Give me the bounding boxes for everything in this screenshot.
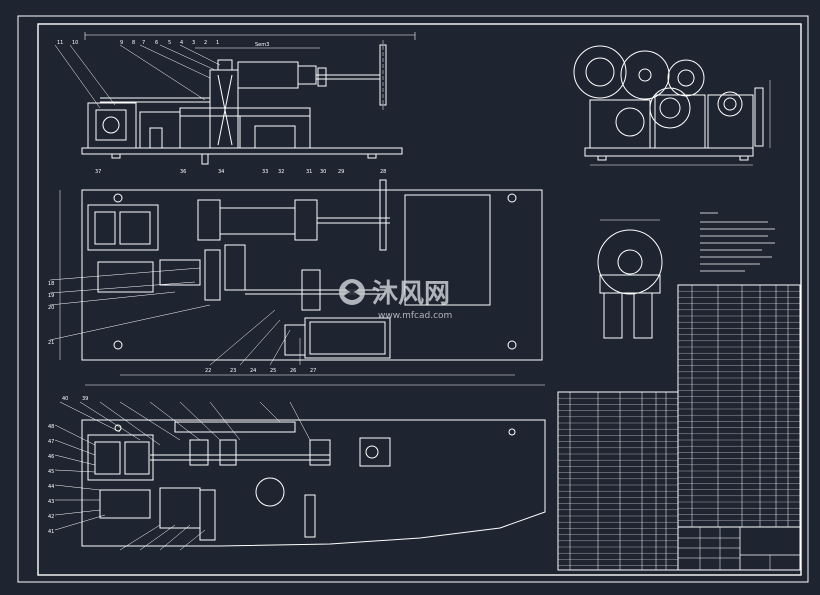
svg-text:28: 28 (380, 169, 386, 175)
svg-text:21: 21 (48, 340, 54, 346)
svg-text:27: 27 (310, 368, 316, 374)
watermark-main-text: 沐风网 (372, 279, 450, 309)
svg-text:39: 39 (82, 396, 88, 402)
watermark-url-text: www.mfcad.com (378, 311, 452, 321)
technical-notes (700, 212, 775, 272)
svg-text:11: 11 (57, 40, 63, 46)
svg-text:36: 36 (180, 169, 186, 175)
svg-text:40: 40 (62, 396, 68, 402)
balloon-labels-top: 11 10 9 8 7 6 5 4 3 2 1 (57, 40, 219, 46)
svg-text:25: 25 (270, 368, 276, 374)
svg-text:47: 47 (48, 439, 54, 445)
svg-text:31: 31 (306, 169, 312, 175)
svg-text:42: 42 (48, 514, 54, 520)
svg-text:30: 30 (320, 169, 326, 175)
svg-text:18: 18 (48, 281, 54, 287)
balloon-labels-plan-bottom: 18 19 20 21 22 23 24 25 26 27 (48, 281, 316, 374)
svg-text:20: 20 (48, 305, 54, 311)
balloon-labels-section: 48 47 46 45 44 43 42 41 40 39 (48, 396, 88, 535)
svg-text:37: 37 (95, 169, 101, 175)
svg-text:43: 43 (48, 499, 54, 505)
svg-text:5: 5 (168, 40, 171, 46)
svg-text:44: 44 (48, 484, 54, 490)
svg-text:32: 32 (278, 169, 284, 175)
balloon-labels-plan-top: 37 36 34 33 32 31 30 29 28 (95, 169, 386, 175)
svg-text:46: 46 (48, 454, 54, 460)
svg-text:33: 33 (262, 169, 268, 175)
svg-text:22: 22 (205, 368, 211, 374)
svg-text:26: 26 (290, 368, 296, 374)
section-view (54, 401, 546, 551)
svg-text:45: 45 (48, 469, 54, 475)
svg-text:9: 9 (120, 40, 123, 46)
svg-text:7: 7 (142, 40, 145, 46)
watermark: 沐风网 www.mfcad.com (339, 279, 452, 321)
svg-text:2: 2 (204, 40, 207, 46)
side-view (573, 45, 771, 166)
svg-text:3: 3 (192, 40, 195, 46)
svg-text:10: 10 (72, 40, 78, 46)
svg-text:23: 23 (230, 368, 236, 374)
svg-text:29: 29 (338, 169, 344, 175)
svg-text:4: 4 (180, 40, 183, 46)
svg-text:34: 34 (218, 169, 224, 175)
front-view-dimension: Sem3 (255, 42, 269, 48)
svg-text:6: 6 (155, 40, 158, 46)
detail-view (597, 219, 663, 339)
svg-text:1: 1 (216, 40, 219, 46)
inner-border (37, 23, 802, 576)
outer-border (17, 15, 809, 583)
front-view (54, 32, 416, 165)
svg-text:24: 24 (250, 368, 256, 374)
svg-text:19: 19 (48, 293, 54, 299)
svg-text:48: 48 (48, 424, 54, 430)
parts-list-rows (558, 291, 800, 566)
watermark-logo-icon (339, 279, 365, 305)
svg-text:41: 41 (48, 529, 54, 535)
svg-text:8: 8 (132, 40, 135, 46)
title-block (677, 526, 801, 571)
